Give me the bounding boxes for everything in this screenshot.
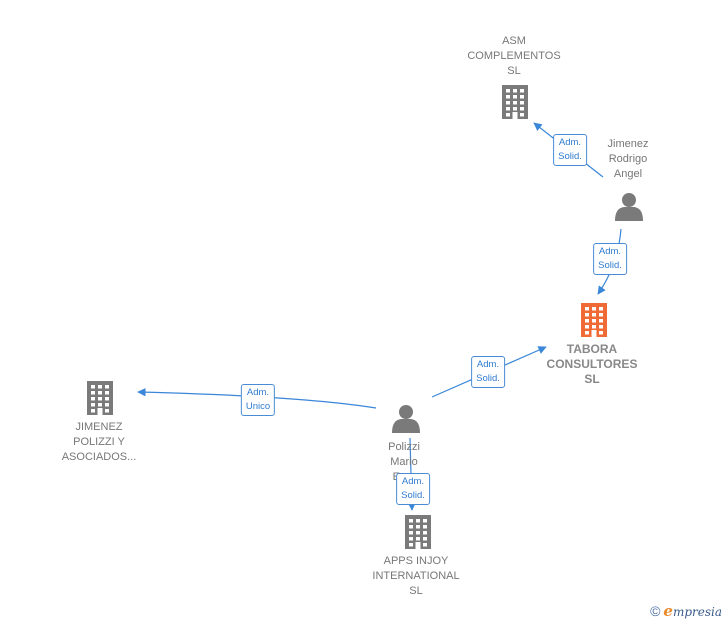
node-label-line: Jimenez — [607, 138, 649, 150]
building-icon[interactable] — [581, 303, 607, 337]
node-label-jimenez-polizzi[interactable]: JIMENEZ POLIZZI Y ASOCIADOS... — [62, 420, 137, 465]
node-label-line: JIMENEZ — [75, 421, 123, 433]
building-icon[interactable] — [502, 85, 528, 119]
brand-name: mpresia — [672, 605, 722, 619]
edge-role-line: Adm. — [246, 387, 270, 398]
person-icon[interactable] — [615, 193, 643, 221]
building-icon[interactable] — [405, 515, 431, 549]
person-icon[interactable] — [392, 405, 420, 433]
copyright-icon: © — [650, 603, 661, 619]
edge-role-line: Adm. — [401, 476, 425, 487]
edge-role-label[interactable]: Adm. Solid. — [396, 473, 430, 505]
node-label-line: INTERNATIONAL — [372, 570, 460, 582]
node-label-line: SL — [507, 65, 521, 77]
edge-role-line: Adm. — [598, 246, 622, 257]
edge-role-line: Solid. — [476, 373, 500, 384]
node-label-line: Rodrigo — [608, 153, 648, 165]
edge-role-line: Solid. — [598, 260, 622, 271]
edge-role-label[interactable]: Adm. Solid. — [471, 356, 505, 388]
relation-edge — [137, 387, 377, 409]
edge-role-label[interactable]: Adm. Solid. — [593, 243, 627, 275]
node-label-line: COMPLEMENTOS — [467, 50, 561, 62]
node-label-line: SL — [584, 372, 600, 386]
building-icon[interactable] — [87, 381, 113, 415]
node-label-line: Polizzi — [388, 441, 420, 453]
node-label-line: APPS INJOY — [383, 555, 449, 567]
empresia-brand: ©empresia — [650, 602, 722, 620]
node-label-asm[interactable]: ASM COMPLEMENTOS SL — [467, 34, 560, 79]
brand-initial: e — [663, 602, 673, 620]
edge-role-line: Unico — [245, 401, 271, 412]
node-label-line: ASOCIADOS... — [61, 451, 137, 463]
node-label-line: TABORA — [566, 342, 618, 356]
edge-role-line: Adm. — [476, 359, 500, 370]
edge-role-label[interactable]: Adm. Unico — [240, 384, 276, 416]
node-label-apps[interactable]: APPS INJOY INTERNATIONAL SL — [372, 554, 459, 599]
node-label-line: POLIZZI Y — [73, 436, 125, 448]
edge-role-line: Adm. — [558, 137, 582, 148]
edge-role-line: Solid. — [401, 490, 425, 501]
node-label-line: SL — [409, 585, 423, 597]
node-label-line: CONSULTORES — [546, 357, 638, 371]
edge-role-line: Solid. — [558, 151, 582, 162]
node-label-line: ASM — [502, 35, 526, 47]
edge-role-label[interactable]: Adm. Solid. — [553, 134, 587, 166]
node-label-line: Mario — [390, 456, 418, 468]
node-label-line: Angel — [613, 168, 643, 180]
